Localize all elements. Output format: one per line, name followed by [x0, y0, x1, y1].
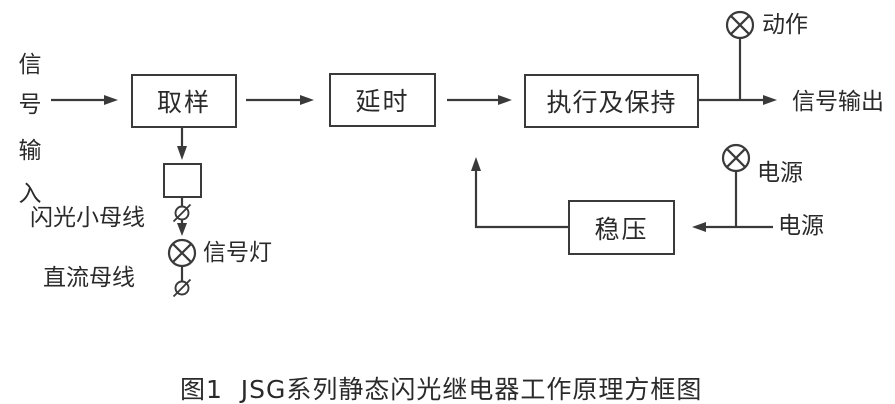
flash-small-bus-label: 闪光小母线 — [30, 205, 145, 231]
arrow-input-to-sampling — [51, 95, 118, 105]
arrow-sampling-to-contact — [177, 128, 187, 160]
arrow-regulator-feedback — [471, 157, 568, 229]
power-lamp-label: 电源 — [757, 160, 803, 186]
block-sampling: 取样 — [131, 74, 237, 128]
power-lamp-icon — [721, 143, 751, 227]
figure-caption: 图1 JSG系列静态闪光继电器工作原理方框图 — [180, 375, 703, 404]
signal-lamp-icon — [167, 238, 197, 282]
block-execute-and-hold: 执行及保持 — [524, 74, 699, 128]
input-label-char-3: 输 — [18, 138, 42, 164]
action-lamp-label: 动作 — [762, 12, 808, 38]
input-label-char-4: 入 — [18, 181, 42, 207]
arrow-execute-to-output — [699, 95, 777, 105]
arrow-sampling-to-delay — [246, 95, 314, 105]
block-delay: 延时 — [329, 73, 436, 127]
terminal-icon-dc-bus — [172, 278, 192, 298]
action-lamp-icon — [725, 10, 755, 100]
input-label-char-1: 信 — [18, 52, 42, 78]
signal-output-label: 信号输出 — [792, 89, 884, 115]
terminal-icon-flash-bus — [172, 198, 192, 223]
contact-switch-box — [163, 163, 202, 198]
block-voltage-regulator: 稳压 — [568, 200, 675, 255]
arrow-delay-to-execute — [447, 95, 512, 105]
signal-lamp-label: 信号灯 — [203, 240, 272, 266]
dc-bus-label: 直流母线 — [43, 265, 135, 291]
power-source-label: 电源 — [778, 213, 824, 239]
input-label-char-2: 号 — [18, 92, 42, 118]
arrow-power-to-regulator — [692, 222, 773, 232]
arrow-to-signal-lamp — [177, 219, 187, 236]
